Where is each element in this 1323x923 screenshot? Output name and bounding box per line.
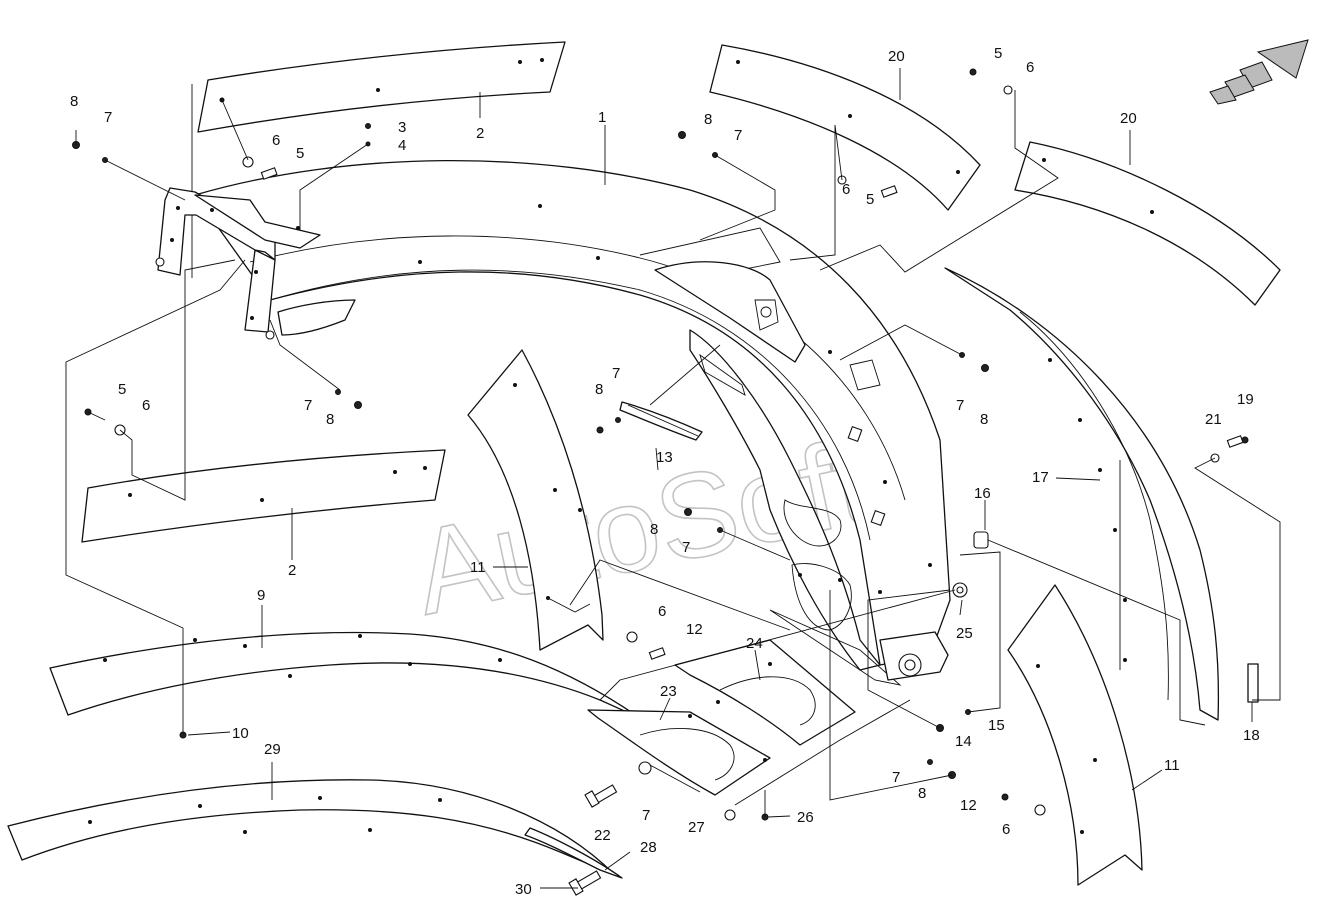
callout-13: 13 [656,449,673,466]
callout-17: 17 [1032,469,1049,486]
callout-20: 20 [1120,110,1137,127]
callout-5: 5 [118,381,126,398]
callout-8: 8 [70,93,78,110]
callout-1: 1 [598,109,606,126]
part-20-left-strip [709,44,981,211]
callout-9: 9 [257,587,265,604]
callout-22: 22 [594,827,611,844]
callout-12: 12 [960,797,977,814]
part-23-plate [587,709,771,796]
part-20-right-strip [1014,141,1281,306]
callout-6: 6 [842,181,850,198]
callout-11: 11 [470,559,486,576]
callout-6: 6 [142,397,150,414]
callout-26: 26 [797,809,814,826]
callout-29: 29 [264,741,281,758]
callout-6: 6 [1002,821,1010,838]
part-29-bottom-strip [7,779,623,879]
callout-10: 10 [232,725,249,742]
callout-6: 6 [272,132,280,149]
callout-15: 15 [988,717,1005,734]
callout-2: 2 [476,125,484,142]
callout-16: 16 [974,485,991,502]
callout-8: 8 [704,111,712,128]
bolt-30 [568,870,602,896]
leader-lines [65,90,1281,817]
callout-20: 20 [888,48,905,65]
callout-8: 8 [326,411,334,428]
callout-21: 21 [1205,411,1222,428]
callout-7: 7 [612,365,620,382]
callout-5: 5 [296,145,304,162]
callout-7: 7 [892,769,900,786]
callout-8: 8 [595,381,603,398]
direction-arrow-icon [1209,39,1309,105]
callout-7: 7 [642,807,650,824]
part-2-upper-strip [191,41,566,278]
callout-30: 30 [515,881,532,898]
callout-7: 7 [682,539,690,556]
callout-8: 8 [650,521,658,538]
callout-19: 19 [1237,391,1254,408]
part-13-trim [619,401,703,441]
part-9-long-strip [49,631,641,719]
callout-5: 5 [994,45,1002,62]
part-11-left-panel [467,349,604,651]
callout-7: 7 [734,127,742,144]
callout-labels: 1 2 2 3 4 5 5 5 5 6 6 6 6 6 6 7 7 7 7 7 … [70,45,1260,898]
callout-11: 11 [1164,757,1180,774]
part-2-lower-strip [81,449,446,543]
nut-25 [952,582,968,598]
bolt-22 [584,784,618,808]
callout-leaders [187,68,1253,889]
callout-7: 7 [304,397,312,414]
callout-5: 5 [866,191,874,208]
mounting-bracket [155,187,356,340]
callout-14: 14 [955,733,972,750]
callout-4: 4 [398,137,406,154]
callout-18: 18 [1243,727,1260,744]
part-17-right-arc [944,267,1220,721]
callout-7: 7 [956,397,964,414]
callout-8: 8 [980,411,988,428]
screws [260,167,1244,660]
callout-28: 28 [640,839,657,856]
callout-8: 8 [918,785,926,802]
part-11-right-panel [1007,584,1143,886]
callout-2: 2 [288,562,296,579]
spacer-16 [973,531,989,549]
callout-7: 7 [104,109,112,126]
part-18-clip [1247,663,1259,703]
part-24-plate [674,639,856,746]
callout-12: 12 [686,621,703,638]
callout-6: 6 [1026,59,1034,76]
callout-23: 23 [660,683,677,700]
callout-25: 25 [956,625,973,642]
callout-27: 27 [688,819,705,836]
callout-6: 6 [658,603,666,620]
callout-24: 24 [746,635,763,652]
callout-3: 3 [398,119,406,136]
